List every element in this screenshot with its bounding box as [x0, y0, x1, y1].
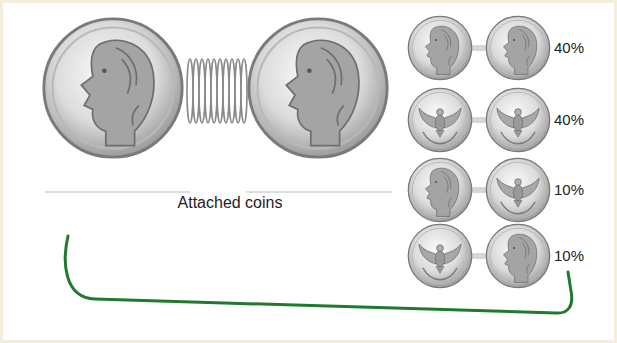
probability-label-text: 40% [554, 111, 584, 129]
spring [187, 59, 247, 123]
probability-label-text: 10% [554, 247, 584, 265]
coin-tails [486, 88, 549, 151]
coin-tails [408, 224, 471, 287]
probability-label-text: 40% [554, 39, 584, 57]
small-connectors [471, 45, 487, 259]
shadow-line [246, 191, 392, 193]
coin-heads [408, 16, 471, 79]
coin-tails [408, 88, 471, 151]
caption-label-text: Attached coins [178, 194, 283, 212]
probability-label-text: 10% [554, 181, 584, 199]
coin-heads [486, 16, 549, 79]
green-bracket [65, 236, 571, 313]
quarter-heads [249, 19, 387, 157]
coin-heads [486, 224, 549, 287]
coin-heads [408, 158, 471, 221]
shadow-line [45, 191, 190, 193]
coin-tails [486, 158, 549, 221]
quarter-heads [44, 19, 182, 157]
